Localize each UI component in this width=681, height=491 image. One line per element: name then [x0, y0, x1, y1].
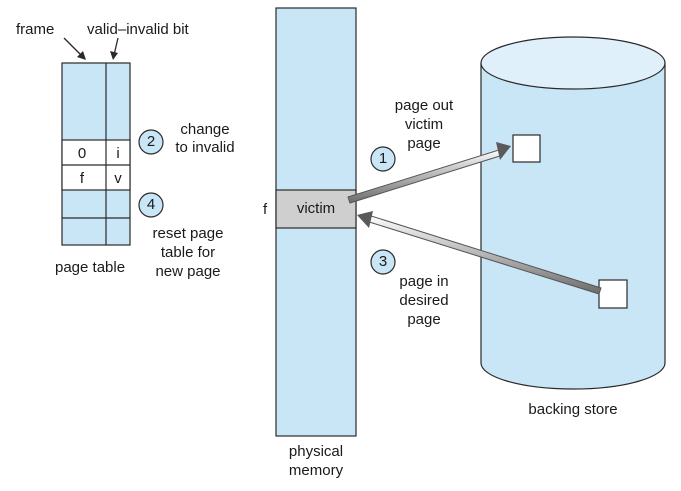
step-2-number: 2: [146, 133, 156, 150]
page-table: [61, 62, 131, 246]
backing-store-cylinder: [480, 36, 666, 390]
victim-label: victim: [296, 200, 336, 217]
pt-row-0-bit: i: [116, 145, 120, 162]
step-4-circle: [138, 192, 164, 218]
page-table-label: page table: [55, 259, 126, 276]
pt-row-0-frame: 0: [77, 145, 87, 162]
page-in-arrow: [357, 211, 602, 295]
frame-callout-arrow: [63, 37, 86, 60]
step-1-line-2: victim: [404, 116, 444, 133]
bit-callout-arrow: [110, 37, 119, 60]
step-3-line-2: desired: [399, 292, 449, 309]
step-1-circle: [370, 146, 396, 172]
backing-store-label: backing store: [528, 401, 618, 418]
step-4-line-2: table for: [160, 244, 216, 261]
step-3-line-1: page in: [399, 273, 449, 290]
desired-page-slot: [598, 279, 628, 309]
step-4-line-1: reset page: [152, 225, 224, 242]
step-3-line-3: page: [407, 311, 441, 328]
memory-label: memory: [288, 462, 344, 479]
step-4-line-3: new page: [155, 263, 221, 280]
step-1-line-3: page: [407, 135, 441, 152]
victim-frame: [275, 189, 357, 229]
pt-row-1-frame: f: [79, 170, 85, 187]
page-out-arrow: [347, 142, 511, 204]
physical-memory: [275, 7, 357, 437]
step-3-circle: [370, 249, 396, 275]
step-4-number: 4: [146, 196, 156, 213]
step-2-circle: [138, 129, 164, 155]
step-2-line-1: change: [180, 121, 230, 138]
step-3-number: 3: [378, 253, 388, 270]
pt-row-1-bit: v: [114, 170, 122, 187]
step-1-number: 1: [378, 150, 388, 167]
step-2-line-2: to invalid: [175, 139, 235, 156]
frame-f-label: f: [263, 201, 268, 218]
frame-label: frame: [16, 21, 55, 38]
physical-label: physical: [288, 443, 344, 460]
step-1-line-1: page out: [394, 97, 454, 114]
valid-invalid-bit-label: valid–invalid bit: [87, 21, 189, 38]
victim-page-slot: [512, 134, 541, 163]
